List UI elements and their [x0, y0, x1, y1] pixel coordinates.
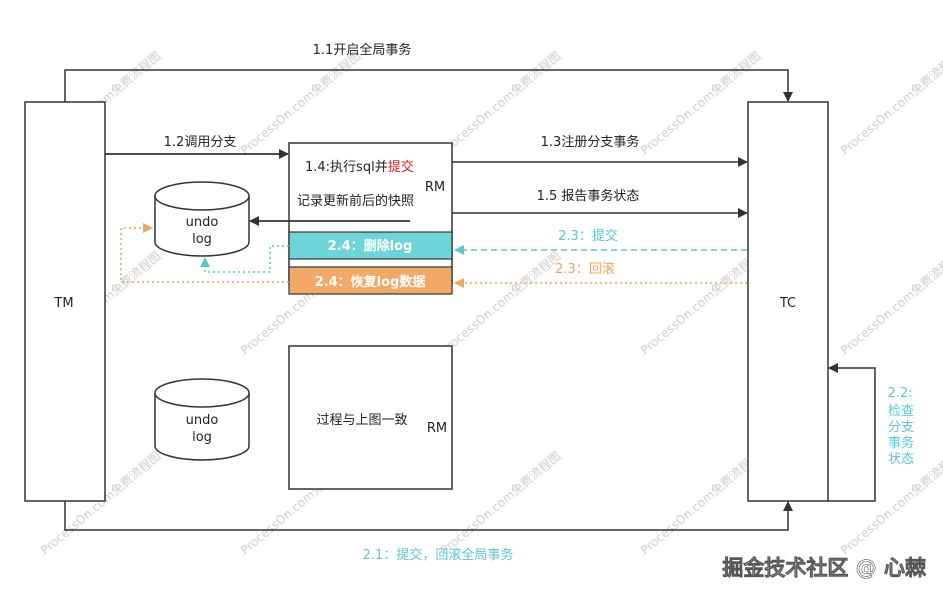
svg-text:检查: 检查: [888, 404, 914, 419]
open-global-tx-arrow: [64, 69, 793, 102]
svg-text:分支: 分支: [888, 420, 914, 435]
restore-log-bar: [288, 266, 453, 295]
tc-label: TC: [779, 296, 796, 311]
svg-text:undo: undo: [186, 215, 219, 230]
watermark-text: ProcessOn.com免费流程图: [837, 248, 943, 357]
rm-bottom-label: RM: [427, 421, 447, 436]
delete-log-label: 2.4：删除log: [328, 238, 413, 254]
rm-top-label: RM: [425, 180, 445, 195]
watermark-text: ProcessOn.com免费流程图: [437, 248, 563, 357]
check-status-loop-arrow: [828, 363, 876, 502]
snapshot-label: 记录更新前后的快照: [297, 193, 414, 209]
tm-box: [24, 101, 106, 502]
watermark-text: ProcessOn.com免费流程图: [637, 248, 763, 357]
svg-text:状态: 状态: [888, 452, 914, 467]
restore-log-to-undo-arrow: [120, 223, 289, 283]
rm-bottom-box: [288, 345, 453, 490]
brand-watermark: 掘金技术社区 @ 心棘: [722, 556, 927, 580]
svg-text:undo: undo: [186, 413, 219, 428]
phase2-commit-label: 2.3：提交: [558, 228, 618, 244]
phase2-rollback-label: 2.3：回滚: [555, 261, 615, 277]
open-global-tx-label: 1.1开启全局事务: [313, 42, 412, 58]
undo-log-top: undo log: [154, 181, 250, 257]
delete-log-to-undo-arrow: [200, 245, 289, 273]
delete-log-bar: [288, 231, 453, 260]
global-decision-label: 2.1：提交，回滚全局事务: [363, 547, 514, 563]
watermark-text: ProcessOn.com免费流程图: [837, 48, 943, 157]
exec-sql-label: 1.4:执行sql并提交: [305, 159, 414, 175]
tm-label: TM: [53, 296, 73, 311]
register-branch-label: 1.3注册分支事务: [541, 134, 640, 150]
rm-bottom-note: 过程与上图一致: [316, 413, 407, 428]
report-status-label: 1.5 报告事务状态: [537, 188, 640, 204]
svg-text:2.2:: 2.2:: [887, 386, 912, 401]
svg-text:事务: 事务: [888, 435, 914, 451]
watermark-text: ProcessOn.com免费流程图: [637, 48, 763, 157]
watermark-text: ProcessOn.com免费流程图: [237, 48, 363, 157]
tc-box: [747, 101, 829, 502]
restore-log-label: 2.4：恢复log数据: [315, 274, 426, 290]
svg-text:log: log: [192, 430, 212, 445]
watermark-text: ProcessOn.com免费流程图: [437, 448, 563, 557]
watermark-text: ProcessOn.com免费流程图: [637, 448, 763, 557]
svg-text:log: log: [192, 232, 212, 247]
global-decision-arrow: [64, 501, 793, 531]
undo-log-bottom: undo log: [154, 378, 250, 461]
call-branch-label: 1.2调用分支: [164, 135, 237, 150]
check-status-label: 2.2: 检查 分支 事务 状态: [887, 386, 914, 467]
rm-top-box: [288, 142, 453, 285]
